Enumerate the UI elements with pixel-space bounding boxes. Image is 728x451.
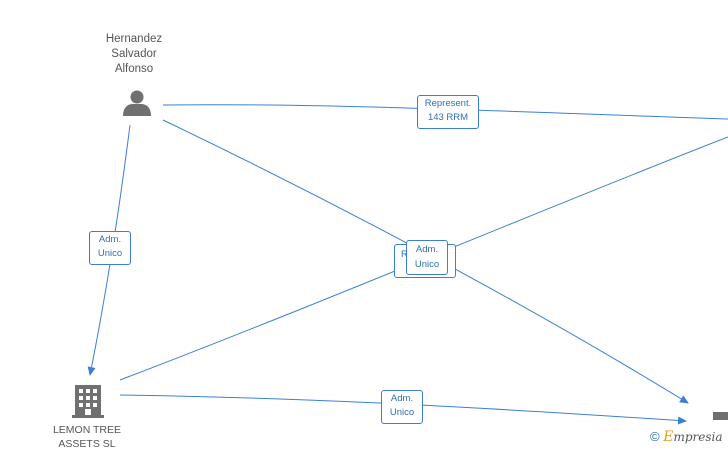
company-name-line2: ASSETS SL <box>58 438 116 450</box>
person-name-line2: Salvador <box>111 48 157 60</box>
person-name-line3: Alfonso <box>114 63 154 75</box>
brand-initial: E <box>663 429 674 445</box>
edge-label-adm-unico-center[interactable]: Adm. Unico <box>406 240 448 275</box>
company-name: LEMON TREE ASSETS SL <box>37 423 137 451</box>
building-icon-partial[interactable] <box>713 412 728 420</box>
person-name-line1: Hernandez <box>105 33 163 45</box>
person-name: Hernandez Salvador Alfonso <box>84 32 184 77</box>
edge-label-adm-unico-left[interactable]: Adm. Unico <box>89 231 131 265</box>
brand-name: mpresia <box>673 430 723 444</box>
footer-brand[interactable]: © Empresia <box>650 429 723 445</box>
person-icon[interactable] <box>123 90 151 117</box>
company-name-line1: LEMON TREE <box>52 424 122 436</box>
edge-label-adm-unico-bottom[interactable]: Adm. Unico <box>381 390 423 424</box>
copyright-icon: © <box>650 429 660 444</box>
edge-label-represent[interactable]: Represent. 143 RRM <box>417 95 479 129</box>
building-icon[interactable] <box>72 385 104 418</box>
